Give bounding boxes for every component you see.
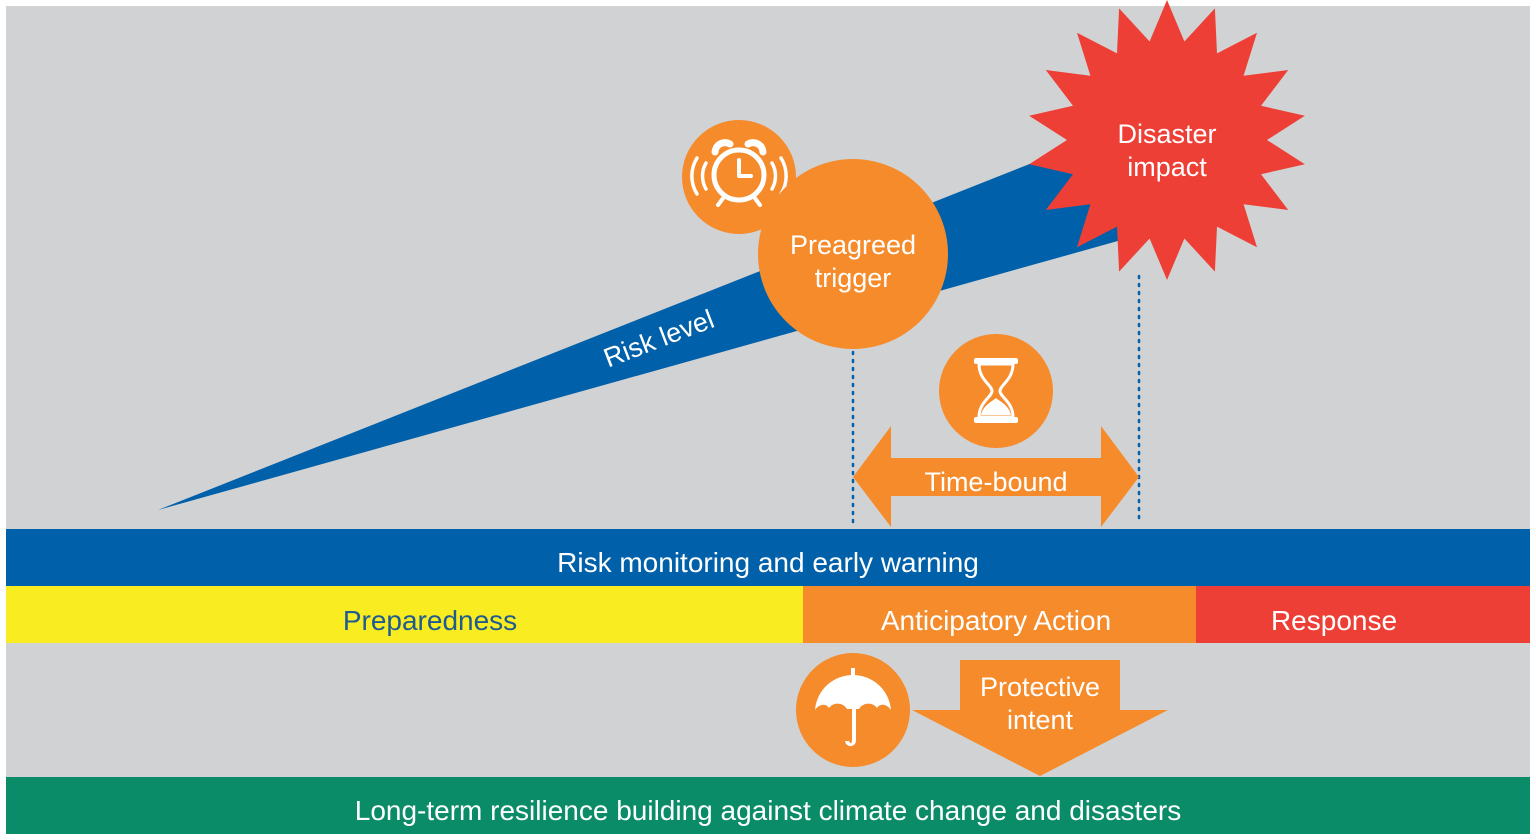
preparedness-label: Preparedness <box>343 605 517 636</box>
trigger-line1: Preagreed <box>790 230 916 260</box>
risk-monitoring-band <box>6 529 1530 586</box>
hourglass-badge <box>939 334 1053 448</box>
resilience-band <box>6 777 1530 834</box>
preparedness-band <box>6 586 803 643</box>
response-label: Response <box>1271 605 1397 636</box>
protective-intent-line2: intent <box>1007 705 1074 735</box>
disaster-impact-line1: Disaster <box>1117 119 1216 149</box>
time-bound-label: Time-bound <box>924 467 1067 497</box>
risk-monitoring-label: Risk monitoring and early warning <box>557 547 979 578</box>
protective-intent-arrow <box>912 660 1168 776</box>
trigger-line2: trigger <box>815 263 892 293</box>
umbrella-icon <box>815 668 891 747</box>
alarm-clock-icon <box>690 139 788 207</box>
anticipatory-action-band <box>803 586 1196 643</box>
disaster-impact-line2: impact <box>1127 152 1207 182</box>
preagreed-trigger-circle <box>758 159 948 349</box>
protective-intent-line1: Protective <box>980 672 1100 702</box>
disaster-impact-starburst <box>1029 0 1305 280</box>
anticipatory-action-label: Anticipatory Action <box>881 605 1111 636</box>
response-band <box>1196 586 1530 643</box>
resilience-label: Long-term resilience building against cl… <box>355 795 1181 826</box>
hourglass-icon <box>974 358 1018 423</box>
time-bound-arrow <box>853 426 1139 527</box>
